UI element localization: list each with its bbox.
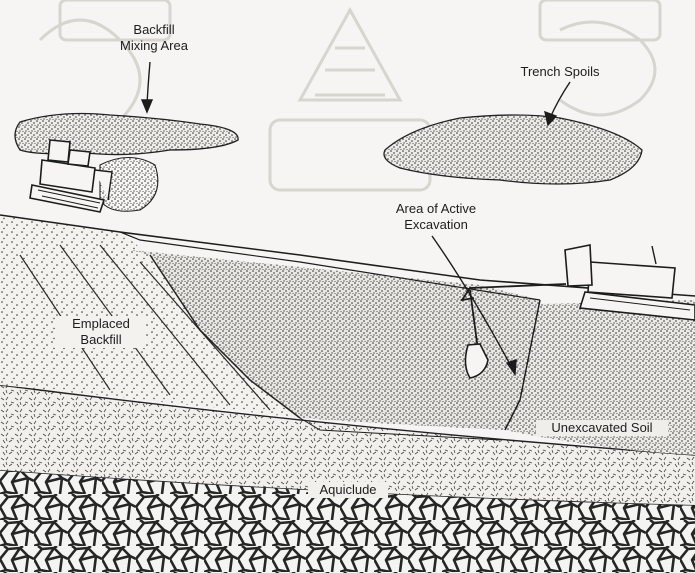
- label-emplaced-backfill-line1: Emplaced: [56, 316, 146, 332]
- label-active-excavation-line1: Area of Active: [383, 201, 489, 217]
- label-trench-spoils-text: Trench Spoils: [508, 64, 612, 80]
- label-emplaced-backfill-line2: Backfill: [56, 332, 146, 348]
- label-backfill-mixing-area-line2: Mixing Area: [108, 38, 200, 54]
- trench-spoils-pile: [384, 115, 642, 184]
- label-unexcavated-soil: Unexcavated Soil: [536, 420, 668, 436]
- label-emplaced-backfill: Emplaced Backfill: [56, 316, 146, 348]
- label-aquiclude: Aquiclude: [308, 482, 388, 498]
- label-area-of-active-excavation: Area of Active Excavation: [383, 201, 489, 233]
- label-unexcavated-soil-text: Unexcavated Soil: [536, 420, 668, 436]
- label-active-excavation-line2: Excavation: [383, 217, 489, 233]
- label-aquiclude-text: Aquiclude: [308, 482, 388, 498]
- label-trench-spoils: Trench Spoils: [508, 64, 612, 80]
- label-backfill-mixing-area: Backfill Mixing Area: [108, 22, 200, 54]
- label-backfill-mixing-area-line1: Backfill: [108, 22, 200, 38]
